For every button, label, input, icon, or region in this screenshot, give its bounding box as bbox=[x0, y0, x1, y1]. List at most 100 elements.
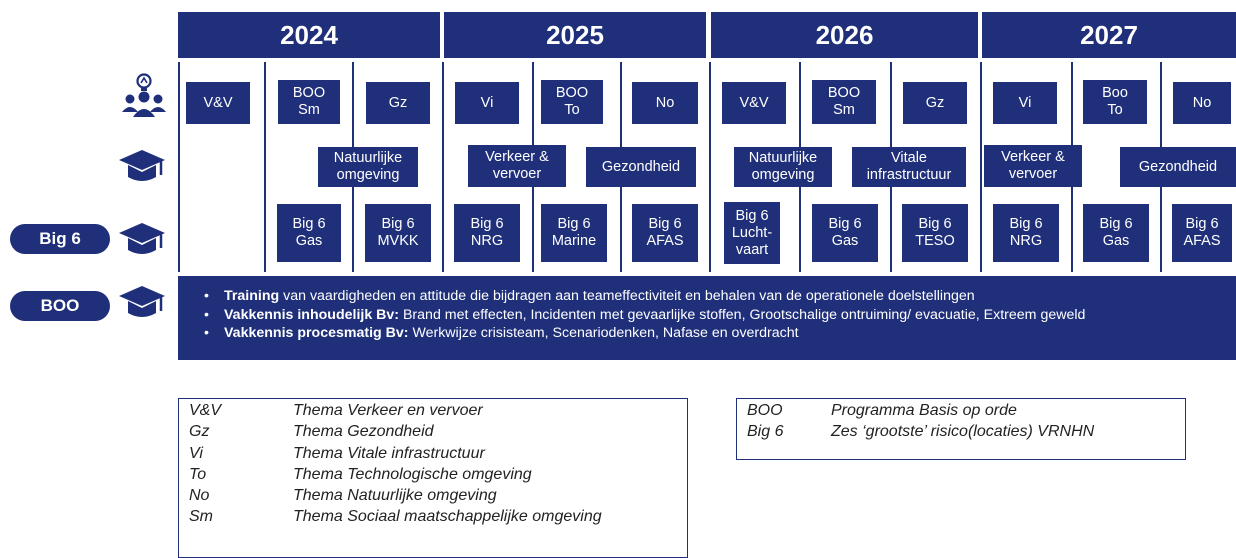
legend-row: Gz Thema Gezondheid bbox=[179, 423, 687, 444]
box-line-2: AFAS bbox=[1183, 233, 1221, 249]
year-header-2025: 2025 bbox=[444, 12, 706, 58]
box-line-2: To bbox=[1107, 102, 1123, 118]
box-line-1: Vi bbox=[480, 94, 494, 111]
box-line-1: Big 6 bbox=[1099, 216, 1133, 232]
row1-box: Vi bbox=[993, 82, 1057, 124]
box-line-1: Big 6 bbox=[1009, 216, 1043, 232]
box-line-1: Big 6 bbox=[828, 216, 862, 232]
graduation-cap-icon bbox=[118, 283, 166, 321]
box-line-1: Vitale bbox=[890, 150, 927, 166]
banner-text: Brand met effecten, Incidenten met gevaa… bbox=[399, 306, 1086, 323]
team-people-icon bbox=[120, 72, 168, 118]
box-line-1: Gezondheid bbox=[1138, 158, 1218, 175]
box-line-1: Big 6 bbox=[292, 216, 326, 232]
grid-line bbox=[442, 62, 444, 272]
box-line-1: Big 6 bbox=[1185, 216, 1219, 232]
box-line-1: Gz bbox=[925, 94, 945, 111]
legend-desc: Thema Verkeer en vervoer bbox=[293, 402, 483, 419]
box-line-2: omgeving bbox=[336, 167, 400, 183]
box-line-2: vervoer bbox=[492, 166, 542, 182]
legend-row: Sm Thema Sociaal maatschappelijke omgevin… bbox=[179, 508, 687, 529]
legend-row: Big 6 Zes ‘grootste’ risico(locaties) VRN… bbox=[737, 423, 1185, 444]
row1-box: Gz bbox=[903, 82, 967, 124]
banner-line: •Vakkennis inhoudelijk Bv: Brand met eff… bbox=[204, 306, 1236, 325]
box-line-3: vaart bbox=[735, 241, 769, 258]
box-line-1: Gezondheid bbox=[601, 158, 681, 175]
graduation-cap-icon bbox=[118, 147, 166, 185]
bullet: • bbox=[204, 306, 209, 323]
box-line-2: NRG bbox=[470, 233, 504, 249]
box-line-1: BOO bbox=[827, 85, 861, 101]
grid-line bbox=[178, 62, 180, 272]
row1-box: V&V bbox=[722, 82, 786, 124]
year-header-2024: 2024 bbox=[178, 12, 440, 58]
boo-pill: BOO bbox=[10, 291, 110, 321]
banner-text: van vaardigheden en attitude die bijdrag… bbox=[279, 288, 975, 304]
box-line-2: Sm bbox=[833, 102, 855, 118]
grid-line bbox=[980, 62, 982, 272]
banner-bold: Training bbox=[224, 288, 280, 304]
box-line-1: Big 6 bbox=[470, 216, 504, 232]
box-line-2: Lucht- bbox=[731, 224, 773, 241]
row1-box: V&V bbox=[186, 82, 250, 124]
legend-desc: Thema Gezondheid bbox=[293, 423, 434, 441]
big6-pill: Big 6 bbox=[10, 224, 110, 254]
legend-abbr: Gz bbox=[189, 423, 210, 441]
legend-abbr: Big 6 bbox=[747, 423, 784, 441]
box-line-1: Natuurlijke bbox=[333, 150, 403, 166]
graduation-cap-icon bbox=[118, 220, 166, 258]
box-line-1: Gz bbox=[388, 94, 408, 111]
box-line-2: AFAS bbox=[646, 233, 684, 249]
grid-line bbox=[709, 62, 711, 272]
banner-line: •Training van vaardigheden en attitude d… bbox=[204, 287, 1236, 306]
banner-bold: Vakkennis procesmatig Bv: bbox=[224, 325, 409, 341]
box-line-1: Vi bbox=[1018, 94, 1032, 111]
box-line-1: Natuurlijke bbox=[748, 150, 818, 166]
legend-desc: Zes ‘grootste’ risico(locaties) VRNHN bbox=[831, 423, 1095, 441]
row2-box: Gezondheid bbox=[586, 147, 696, 187]
box-line-2: Marine bbox=[551, 233, 597, 249]
legend-row: No Thema Natuurlijke omgeving bbox=[179, 487, 687, 508]
grid-line bbox=[264, 62, 266, 272]
legend-abbr: No bbox=[189, 487, 210, 505]
box-line-1: No bbox=[655, 94, 675, 111]
legend-desc: Thema Natuurlijke omgeving bbox=[293, 487, 497, 505]
box-line-2: infrastructuur bbox=[866, 167, 952, 183]
theme-legend: V&V Thema Verkeer en vervoer Gz Thema Gezo… bbox=[178, 398, 688, 558]
legend-abbr: Sm bbox=[189, 508, 213, 526]
legend-desc: Programma Basis op orde bbox=[831, 402, 1017, 419]
legend-desc: Thema Sociaal maatschappelijke omgeving bbox=[293, 508, 602, 526]
banner-line: •Vakkennis procesmatig Bv: Werkwijze cri… bbox=[204, 324, 1236, 343]
box-line-2: MVKK bbox=[377, 233, 419, 249]
legend-abbr: To bbox=[189, 465, 207, 483]
row2-box: Verkeer &vervoer bbox=[984, 145, 1082, 187]
year-header-2026: 2026 bbox=[711, 12, 978, 58]
box-line-2: Gas bbox=[295, 233, 323, 249]
box-line-1: Big 6 bbox=[735, 207, 769, 224]
box-line-2: Gas bbox=[831, 233, 859, 249]
legend-desc: Thema Vitale infrastructuur bbox=[293, 444, 485, 462]
box-line-2: vervoer bbox=[1008, 166, 1058, 182]
legend-abbr: V&V bbox=[189, 402, 222, 419]
box-line-1: Big 6 bbox=[648, 216, 682, 232]
boo-training-banner: • Training van vaardigheden en attitude d… bbox=[178, 276, 1236, 360]
box-line-2: TESO bbox=[915, 233, 955, 249]
box-line-2: Sm bbox=[298, 102, 320, 118]
row1-box: Vi bbox=[455, 82, 519, 124]
